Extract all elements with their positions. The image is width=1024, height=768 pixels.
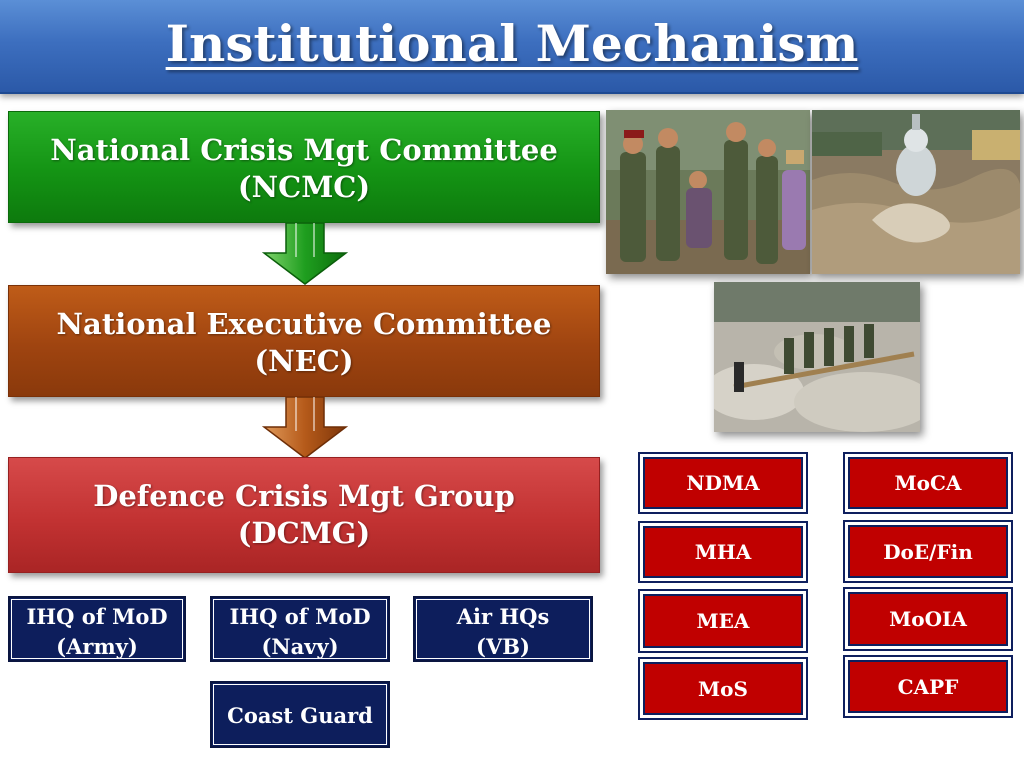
agency-mooia: MoOIA [843,587,1013,651]
dcmg-box: Defence Crisis Mgt Group (DCMG) [8,457,600,573]
agency-mea: MEA [638,589,808,653]
flooded-shiva-statue-photo [812,110,1020,274]
army-hq-box: IHQ of MoD (Army) [8,596,186,662]
navy-hq-box: IHQ of MoD (Navy) [210,596,390,662]
nec-abbr: (NEC) [254,344,354,378]
agency-mha: MHA [638,521,808,583]
down-arrow-icon [262,397,348,459]
agency-label: DoE/Fin [883,539,973,564]
agency-mos: MoS [638,657,808,720]
air-hq-line2: (VB) [476,634,530,659]
air-hq-box: Air HQs (VB) [413,596,593,662]
agency-moca: MoCA [843,452,1013,514]
navy-hq-line2: (Navy) [261,634,339,659]
river-crossing-rescue-photo [714,282,920,432]
army-rescue-photo [606,110,810,274]
agency-ndma: NDMA [638,452,808,514]
agency-label: MoOIA [889,607,967,631]
coast-guard-label: Coast Guard [227,703,373,728]
nec-box: National Executive Committee (NEC) [8,285,600,397]
ncmc-name: National Crisis Mgt Committee [50,133,558,167]
army-hq-line1: IHQ of MoD [26,604,168,629]
dcmg-abbr: (DCMG) [237,516,371,550]
army-hq-line2: (Army) [56,634,138,659]
title-bar: Institutional Mechanism [0,0,1024,94]
agency-capf: CAPF [843,655,1013,718]
agency-label: NDMA [686,471,760,495]
dcmg-name: Defence Crisis Mgt Group [93,479,515,513]
agency-label: MoS [698,676,748,701]
down-arrow-icon [262,223,348,285]
agency-label: MEA [696,609,750,633]
ncmc-abbr: (NCMC) [237,170,371,204]
agency-label: CAPF [897,674,959,699]
ncmc-box: National Crisis Mgt Committee (NCMC) [8,111,600,223]
page-title: Institutional Mechanism [165,14,859,73]
agency-doe-fin: DoE/Fin [843,520,1013,583]
navy-hq-line1: IHQ of MoD [229,604,371,629]
air-hq-line1: Air HQs [456,604,550,629]
nec-name: National Executive Committee [56,307,552,341]
agency-label: MHA [694,540,752,564]
agency-label: MoCA [894,471,962,495]
coast-guard-box: Coast Guard [210,681,390,748]
